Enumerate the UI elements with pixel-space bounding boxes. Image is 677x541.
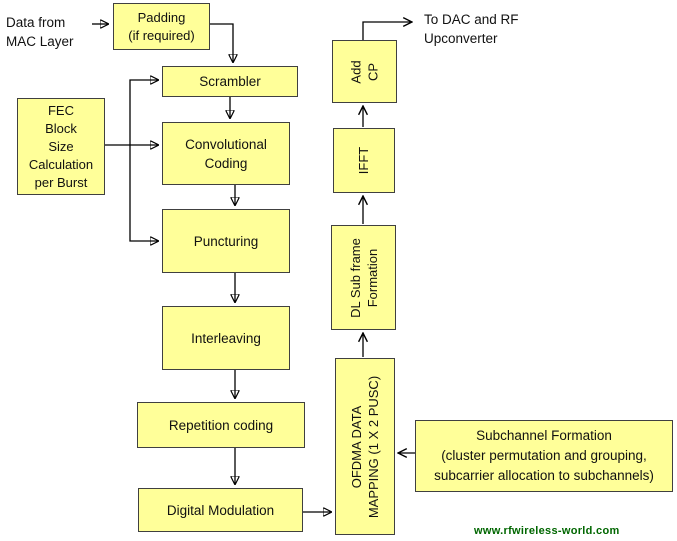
fec-block-size-label: FEC Block Size Calculation per Burst: [28, 102, 94, 190]
website-url: www.rfwireless-world.com: [474, 525, 620, 537]
ifft-box: IFFT: [333, 128, 395, 193]
subchannel-formation-box: Subchannel Formation (cluster permutatio…: [415, 420, 673, 492]
add-cp-label: Add CP: [348, 59, 381, 84]
digital-modulation-box: Digital Modulation: [138, 488, 303, 532]
to-dac-upconverter-label: To DAC and RF Upconverter: [424, 12, 519, 46]
arrow-padding-to-scrambler: [210, 23, 233, 62]
ofdma-data-mapping-box: OFDMA DATA MAPPING (1 X 2 PUSC): [335, 358, 395, 535]
padding-label: Padding (if required): [128, 9, 195, 43]
scrambler-label: Scrambler: [199, 74, 261, 89]
puncturing-box: Puncturing: [162, 209, 290, 273]
add-cp-box: Add CP: [332, 40, 397, 103]
padding-box: Padding (if required): [113, 3, 210, 50]
convolutional-coding-box: Convolutional Coding: [162, 122, 290, 185]
repetition-coding-box: Repetition coding: [137, 402, 305, 448]
arrow-addcp-to-dac: [362, 22, 412, 40]
ofdma-data-mapping-label: OFDMA DATA MAPPING (1 X 2 PUSC): [349, 375, 381, 518]
interleaving-box: Interleaving: [162, 306, 290, 370]
interleaving-label: Interleaving: [191, 330, 261, 346]
ifft-label: IFFT: [356, 146, 372, 175]
digital-modulation-label: Digital Modulation: [166, 502, 275, 518]
subchannel-formation-label: Subchannel Formation (cluster permutatio…: [434, 428, 654, 483]
puncturing-label: Puncturing: [193, 233, 259, 249]
convolutional-coding-label: Convolutional Coding: [185, 136, 267, 171]
fec-block-size-box: FEC Block Size Calculation per Burst: [17, 98, 105, 195]
dl-subframe-formation-box: DL Sub frame Formation: [331, 225, 396, 330]
arrow-fec-to-puncturing: [129, 145, 158, 241]
data-from-mac-label: Data from MAC Layer: [6, 15, 74, 49]
arrow-fec-to-scrambler: [129, 80, 158, 145]
scrambler-box: Scrambler: [162, 66, 298, 97]
repetition-coding-label: Repetition coding: [168, 417, 274, 433]
dl-subframe-formation-label: DL Sub frame Formation: [347, 237, 380, 318]
